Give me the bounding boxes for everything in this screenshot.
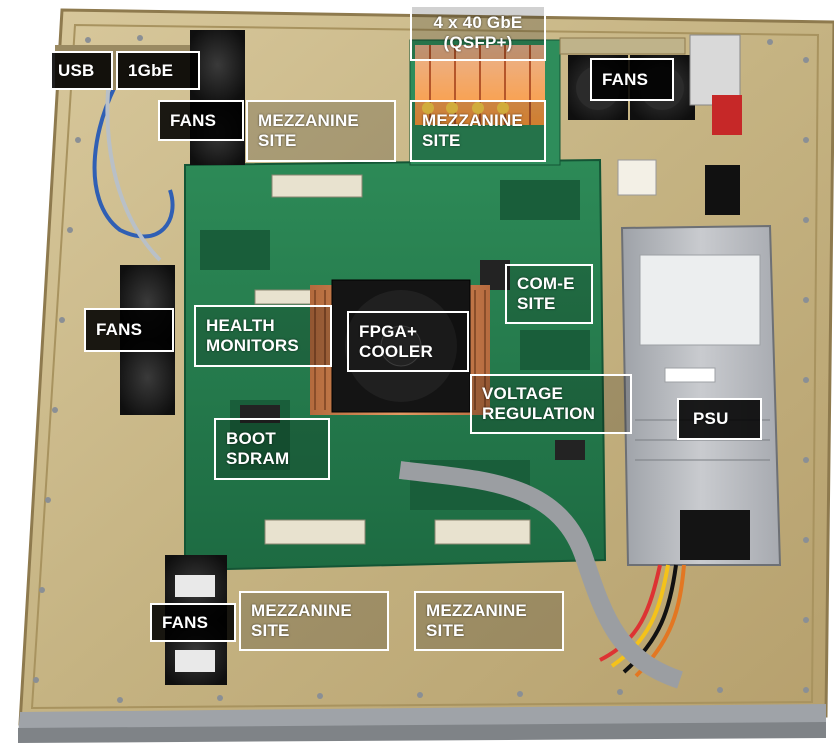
fans-left-label: FANS	[84, 308, 174, 352]
mezzanine-top-left-label: MEZZANINE SITE	[246, 100, 396, 162]
usb-label: USB	[50, 51, 113, 90]
health-monitors-label: HEALTH MONITORS	[194, 305, 332, 367]
mezzanine-bottom-left-label: MEZZANINE SITE	[239, 591, 389, 651]
fpga-cooler-label: FPGA+ COOLER	[347, 311, 469, 372]
mezzanine-bottom-right-label: MEZZANINE SITE	[414, 591, 564, 651]
psu-label: PSU	[677, 398, 762, 440]
fans-top-right-label: FANS	[590, 58, 674, 101]
mezzanine-top-right-label: MEZZANINE SITE	[410, 100, 546, 162]
fans-bottom-label: FANS	[150, 603, 236, 642]
gbe-1-label: 1GbE	[116, 51, 200, 90]
fans-top-left-label: FANS	[158, 100, 244, 141]
boot-sdram-label: BOOT SDRAM	[214, 418, 330, 480]
voltage-regulation-label: VOLTAGE REGULATION	[470, 374, 632, 434]
qsfp-label: 4 x 40 GbE (QSFP+)	[410, 5, 546, 61]
com-e-label: COM-E SITE	[505, 264, 593, 324]
